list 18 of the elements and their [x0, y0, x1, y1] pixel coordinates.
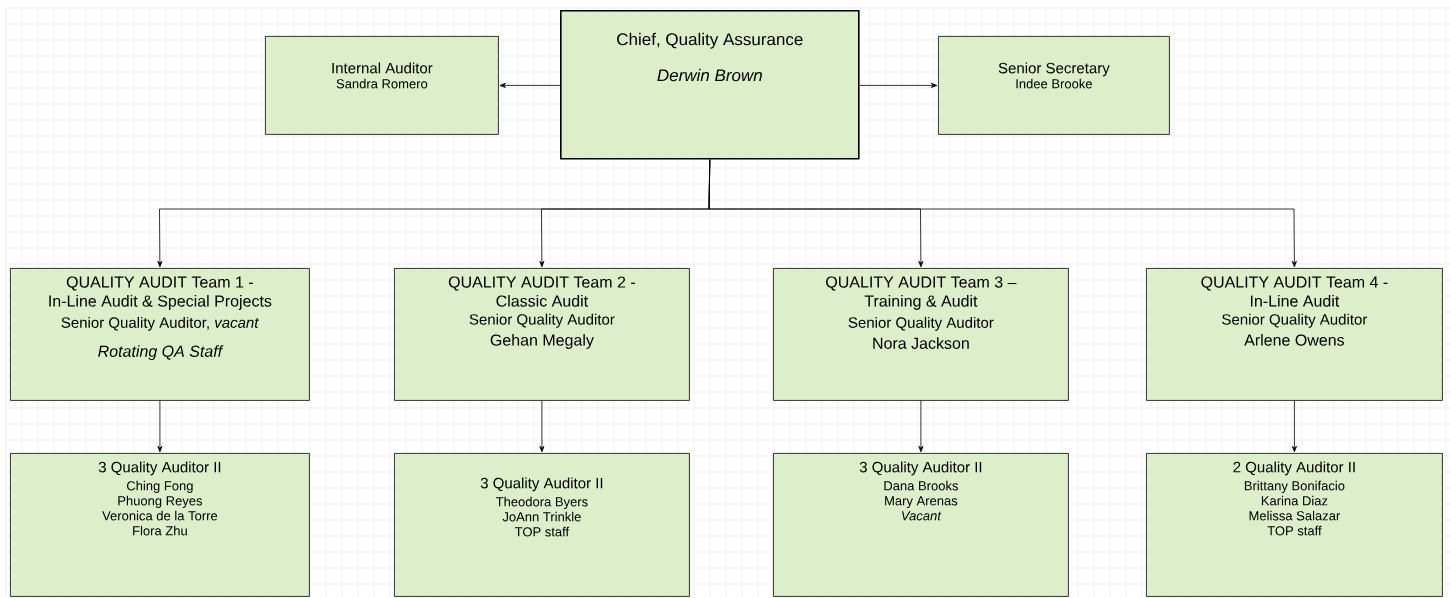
arrow: [539, 400, 545, 453]
position-box: 3 Quality Auditor II Ching Fong Phuong Reyes Veronica de la Torre Flora Zhu: [10, 453, 310, 597]
position-box: 3 Quality Auditor II Dana Brooks Mary Arenas Vacant: [773, 453, 1069, 597]
position-box: 3 Quality Auditor II Theodora Byers JoAnn Trinkle TOP staff: [394, 453, 690, 597]
position-box: QUALITY AUDIT Team 2 - Classic Audit Senior Quality Auditor Gehan Megaly: [394, 268, 690, 401]
position-box: Senior Secretary Indee Brooke: [938, 36, 1170, 135]
arrow: [918, 400, 924, 453]
position-box: QUALITY AUDIT Team 3 – Training & Audit Senior Quality Auditor Nora Jackson: [773, 268, 1069, 401]
position-box: Chief, Quality Assurance Derwin Brown: [560, 10, 860, 160]
position-box: 2 Quality Auditor II Brittany Bonifacio Karina Diaz Melissa Salazar TOP staff: [1146, 453, 1443, 597]
arrow: [1291, 400, 1297, 453]
arrow: [157, 400, 163, 453]
position-box: Internal Auditor Sandra Romero: [265, 36, 499, 135]
position-box: QUALITY AUDIT Team 4 - In-Line Audit Senior Quality Auditor Arlene Owens: [1146, 268, 1443, 401]
position-box: QUALITY AUDIT Team 1 - In-Line Audit & Special Projects Senior Quality Auditor, vacant Rotating QA Staff: [10, 268, 310, 401]
arrow: [499, 82, 561, 88]
arrow: [708, 159, 1297, 268]
arrow: [859, 82, 938, 88]
